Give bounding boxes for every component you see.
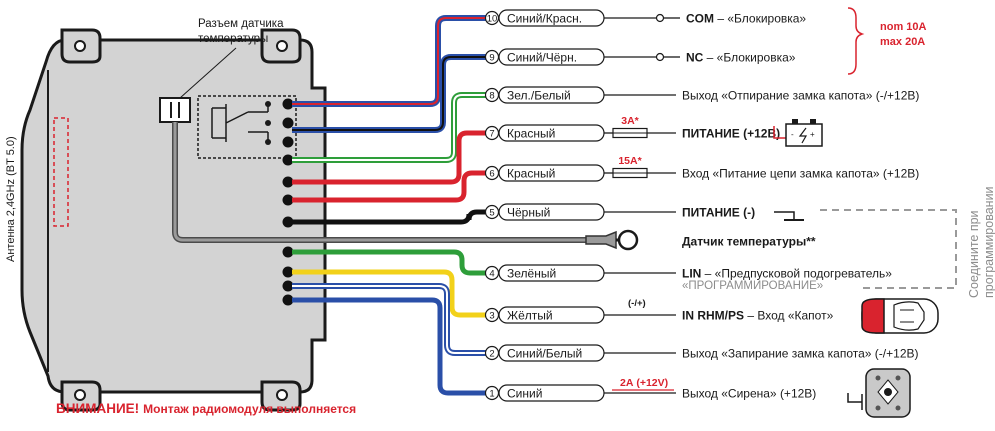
wire-3 [292, 269, 486, 318]
battery-icon: + - [773, 119, 823, 147]
housing-pin [282, 176, 294, 188]
fuse-label: 2А (+12V) [620, 377, 668, 389]
sensor-caption-line1: Разъем датчика [198, 18, 284, 30]
output-hood-input: IN RHM/PS – Вход «Капот» [682, 309, 834, 323]
fuse-label: 3А* [621, 115, 639, 127]
wire-number: 8 [489, 91, 494, 102]
warning-lead: ВНИМАНИЕ! [56, 401, 139, 416]
housing-pin [282, 246, 294, 258]
wire-4 [292, 249, 486, 276]
wire-label: Зелёный [507, 267, 556, 281]
wire-number: 5 [489, 208, 494, 219]
housing-pin [282, 154, 294, 166]
output-power-plus: ПИТАНИЕ (+12В) [682, 127, 780, 141]
wire-label: Красный [507, 127, 555, 141]
housing-pin [282, 136, 294, 148]
program-note-line1: Соедините при [967, 210, 981, 298]
housing-pin [282, 216, 294, 228]
ground-icon [774, 211, 804, 221]
wire-number: 10 [487, 14, 498, 25]
wire-number: 1 [489, 389, 494, 400]
svg-text:-: - [791, 130, 794, 139]
output-hood-lock: Выход «Запирание замка капота» (-/+12В) [682, 347, 919, 361]
housing-pin [282, 266, 294, 278]
antenna-caption: Антенна 2,4GHz (BT 5.0) [5, 136, 17, 262]
output-nc: NC – «Блокировка» [686, 51, 796, 65]
output-lin-programming: «ПРОГРАММИРОВАНИЕ» [682, 280, 823, 292]
warning-rest: Монтаж радиомодуля выполняется [143, 402, 356, 416]
wire-number: 2 [489, 349, 494, 360]
rating-max: max 20A [880, 36, 925, 48]
wire-number: 3 [489, 311, 494, 322]
car-icon [861, 298, 939, 334]
housing-pin [282, 117, 294, 129]
output-hood-power: Вход «Питание цепи замка капота» (+12В) [682, 167, 919, 181]
wire-label: Чёрный [507, 206, 550, 220]
svg-text:+: + [810, 130, 815, 139]
warning-text: ВНИМАНИЕ! Монтаж радиомодуля выполняется [56, 401, 356, 416]
sensor-probe [585, 230, 617, 250]
wire-6 [292, 170, 486, 203]
wire-7 [292, 130, 486, 185]
wire-label: Зел./Белый [507, 89, 571, 103]
rating-nom: nom 10A [880, 21, 927, 33]
fuse-label: 15А* [618, 155, 642, 167]
programming-jumper [820, 209, 957, 289]
wire-number: 4 [489, 269, 494, 280]
program-note-line2: программировании [982, 186, 995, 298]
housing-pin [282, 294, 294, 306]
housing-pin [282, 194, 294, 206]
output-com: COM – «Блокировка» [686, 12, 806, 26]
housing-pin [282, 280, 294, 292]
housing-pin [282, 98, 294, 110]
antenna-marker [53, 117, 69, 227]
output-lin: LIN – «Предпусковой подогреватель» [682, 267, 892, 281]
wire-number: 6 [489, 169, 494, 180]
wire-label: Синий/Красн. [507, 12, 582, 26]
wire-number: 9 [489, 53, 494, 64]
output-hood-unlock: Выход «Отпирание замка капота» (-/+12В) [682, 89, 919, 103]
output-siren: Выход «Сирена» (+12В) [682, 387, 816, 401]
wire-label: Синий/Белый [507, 347, 582, 361]
wire-label: Жёлтый [507, 309, 553, 323]
wire-5 [292, 209, 486, 225]
wire-label: Красный [507, 167, 555, 181]
sensor-connector [159, 97, 191, 123]
siren-icon [847, 368, 911, 418]
output-temp-sensor: Датчик температуры** [682, 235, 816, 249]
output-power-minus: ПИТАНИЕ (-) [682, 206, 755, 220]
sensor-caption-line2: температуры [198, 33, 268, 45]
wires-layer [282, 15, 486, 396]
polarity-label: (-/+) [628, 298, 646, 309]
wire-1 [292, 297, 486, 396]
wire-label: Синий/Чёрн. [507, 51, 577, 65]
wire-number: 7 [489, 129, 494, 140]
wire-label: Синий [507, 387, 542, 401]
sensor-ring [617, 229, 639, 251]
rating-bracket [847, 7, 865, 75]
